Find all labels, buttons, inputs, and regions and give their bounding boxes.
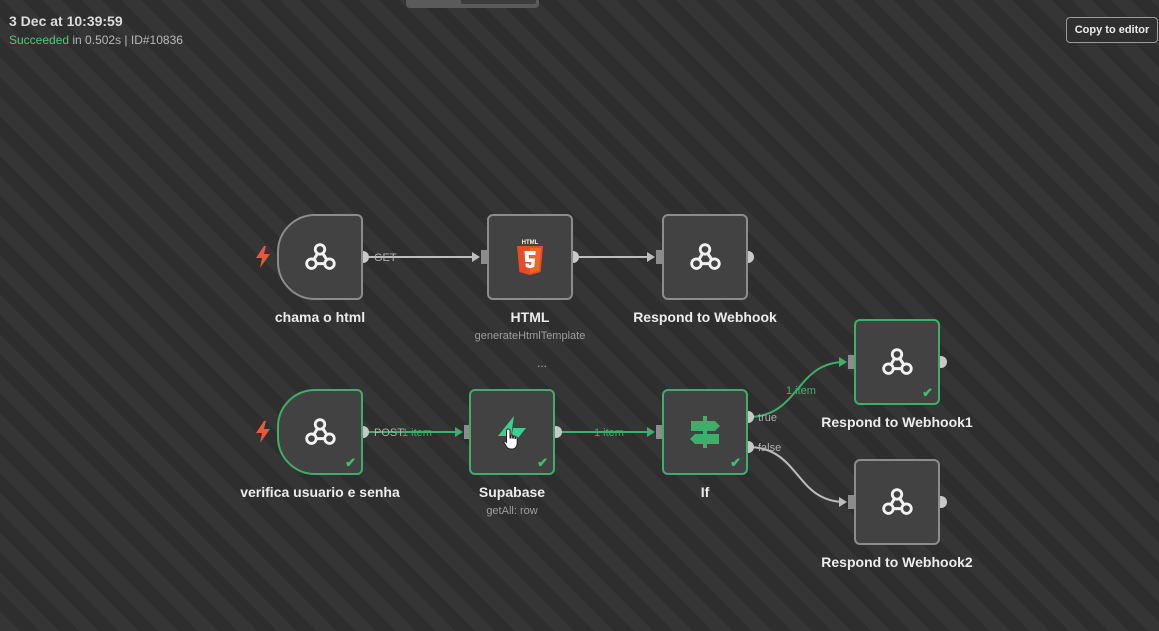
edge-if-true xyxy=(747,361,846,418)
top-panel-handle[interactable] xyxy=(406,0,539,8)
node-label: Respond to Webhook xyxy=(633,309,777,325)
node-verifica-usuario-e-senha[interactable]: ✔ xyxy=(277,389,363,475)
status-details: in 0.502s | ID#10836 xyxy=(69,33,183,47)
input-port xyxy=(481,250,487,264)
input-port xyxy=(656,250,662,264)
node-chama-o-html[interactable] xyxy=(277,214,363,300)
node-label: Respond to Webhook1 xyxy=(821,414,973,430)
arrowhead xyxy=(472,252,480,262)
arrowhead xyxy=(647,427,655,437)
edge-label-post: POST xyxy=(374,427,404,439)
arrowhead xyxy=(839,357,847,367)
node-supabase[interactable]: ✔ xyxy=(469,389,555,475)
more-indicator: ... xyxy=(537,356,548,370)
input-port xyxy=(464,425,470,439)
success-check-icon: ✔ xyxy=(922,385,933,400)
edge-items-verifica: 1 item xyxy=(402,427,432,439)
arrowhead xyxy=(647,252,655,262)
edge-items-supabase: 1 item xyxy=(594,427,624,439)
edge-label-false: false xyxy=(758,442,781,454)
execution-info: 3 Dec at 10:39:59 Succeeded in 0.502s | … xyxy=(9,13,183,47)
node-if[interactable]: ✔ xyxy=(662,389,748,475)
node-subtitle: generateHtmlTemplate xyxy=(474,330,586,342)
svg-text:HTML: HTML xyxy=(522,240,539,246)
execution-title: 3 Dec at 10:39:59 xyxy=(9,13,123,29)
success-check-icon: ✔ xyxy=(345,455,356,470)
node-respond-to-webhook[interactable] xyxy=(662,214,748,300)
edge-items-true: 1 item xyxy=(786,385,816,397)
html5-icon: HTML xyxy=(517,240,543,275)
input-port xyxy=(848,495,854,509)
webhook-icon xyxy=(301,413,339,451)
trigger-bolt-icon xyxy=(256,246,270,268)
node-label: Respond to Webhook2 xyxy=(821,554,973,570)
node-label: chama o html xyxy=(274,309,366,325)
input-port xyxy=(656,425,662,439)
node-respond-to-webhook1[interactable]: ✔ xyxy=(854,319,940,405)
webhook-icon xyxy=(878,483,916,521)
status-succeeded: Succeeded xyxy=(9,33,70,47)
node-html[interactable]: HTML xyxy=(487,214,573,300)
node-subtitle: getAll: row xyxy=(486,505,538,517)
execution-status: Succeeded in 0.502s | ID#10836 xyxy=(9,33,183,47)
input-port xyxy=(848,355,854,369)
node-respond-to-webhook2[interactable] xyxy=(854,459,940,545)
trigger-bolt-icon xyxy=(256,421,270,443)
edge-label-get: GET xyxy=(374,252,397,264)
node-label: If xyxy=(700,484,710,500)
success-check-icon: ✔ xyxy=(537,455,548,470)
arrowhead xyxy=(839,497,847,507)
node-label: Supabase xyxy=(478,484,546,500)
webhook-icon xyxy=(686,238,724,276)
panel-handle-grip xyxy=(461,0,536,4)
arrowhead xyxy=(455,427,463,437)
node-label: HTML xyxy=(510,309,550,325)
signpost-icon xyxy=(690,416,720,448)
copy-to-editor-button[interactable]: Copy to editor xyxy=(1066,17,1158,43)
success-check-icon: ✔ xyxy=(730,455,741,470)
edge-label-true: true xyxy=(758,412,777,424)
webhook-icon xyxy=(878,343,916,381)
cursor-pointer-icon xyxy=(503,428,518,450)
edge-if-false xyxy=(747,446,846,503)
node-label: verifica usuario e senha xyxy=(240,484,400,500)
webhook-icon xyxy=(301,238,339,276)
